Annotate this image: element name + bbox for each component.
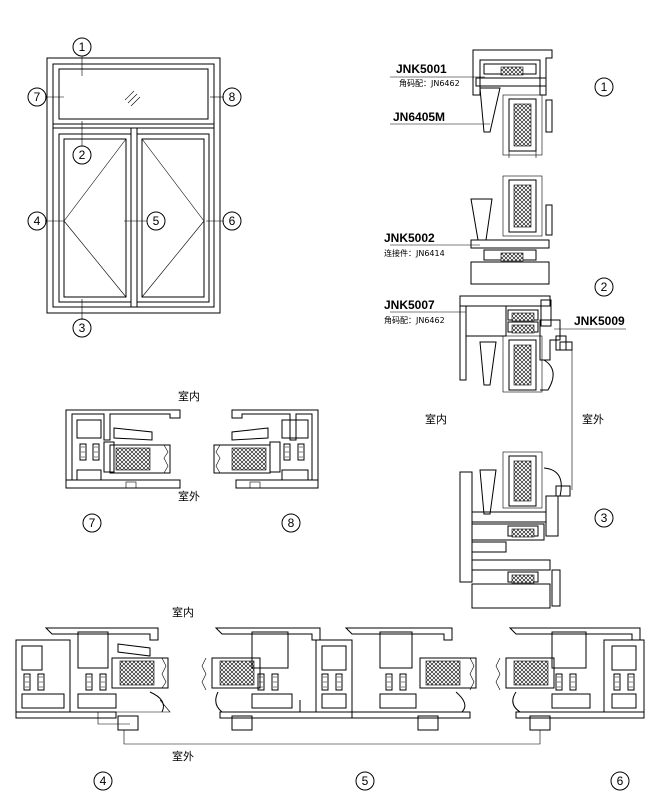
svg-text:2: 2 <box>79 148 86 162</box>
label-jnk5007: JNK5007 <box>384 298 435 312</box>
indoor-label-78: 室内 <box>178 389 200 403</box>
vertical-section <box>390 49 626 609</box>
callout-4: 4 <box>27 211 47 231</box>
svg-text:3: 3 <box>79 321 86 335</box>
callout-section-5: 5 <box>355 771 375 791</box>
label-jnk5002: JNK5002 <box>384 231 435 245</box>
svg-text:6: 6 <box>229 214 236 228</box>
svg-text:3: 3 <box>601 511 608 525</box>
callout-5: 5 <box>146 211 166 231</box>
callout-section-2: 2 <box>594 277 614 297</box>
callout-8: 8 <box>222 87 242 107</box>
horizontal-section <box>15 627 645 745</box>
callout-section-7: 7 <box>82 513 102 533</box>
svg-text:1: 1 <box>601 80 608 94</box>
vertical-section-labels: JNK5001 角码配：JN6462 JN6405M JNK5002 连接件：J… <box>384 62 625 528</box>
indoor-label: 室内 <box>425 412 447 426</box>
elevation-callouts: 1 7 8 2 4 5 6 3 <box>27 37 242 338</box>
indoor-label-456: 室内 <box>172 605 194 619</box>
section-7 <box>65 409 181 489</box>
svg-text:5: 5 <box>153 214 160 228</box>
svg-text:6: 6 <box>617 774 624 788</box>
label-jnk5009: JNK5009 <box>574 314 625 328</box>
label-jnk5001: JNK5001 <box>396 62 447 76</box>
horizontal-section-labels: 室内 室外 4 5 6 <box>93 605 630 791</box>
label-jnk5002-sub: 连接件：JN6414 <box>384 248 445 258</box>
outdoor-label-456: 室外 <box>172 749 194 763</box>
label-jnk5007-sub: 角码配：JN6462 <box>384 315 445 325</box>
svg-text:8: 8 <box>288 516 295 530</box>
callout-section-8: 8 <box>281 513 301 533</box>
callout-3: 3 <box>72 318 92 338</box>
callout-section-4: 4 <box>93 771 113 791</box>
section-7-8-labels: 室内 室外 7 8 <box>82 389 301 533</box>
svg-text:4: 4 <box>100 774 107 788</box>
callout-section-6: 6 <box>610 771 630 791</box>
callout-section-3: 3 <box>594 508 614 528</box>
window-elevation <box>45 56 224 320</box>
section-8 <box>213 409 319 489</box>
svg-text:4: 4 <box>34 214 41 228</box>
svg-text:8: 8 <box>229 90 236 104</box>
outdoor-label: 室外 <box>582 412 604 426</box>
svg-text:7: 7 <box>34 90 41 104</box>
callout-2: 2 <box>72 145 92 165</box>
callout-7: 7 <box>27 87 47 107</box>
svg-text:2: 2 <box>601 280 608 294</box>
label-jn6405m: JN6405M <box>393 110 445 124</box>
outdoor-label-78: 室外 <box>178 489 200 503</box>
callout-6: 6 <box>222 211 242 231</box>
svg-text:1: 1 <box>79 40 86 54</box>
label-jnk5001-sub: 角码配：JN6462 <box>399 78 460 88</box>
callout-1: 1 <box>72 37 92 57</box>
callout-section-1: 1 <box>594 77 614 97</box>
svg-text:7: 7 <box>89 516 96 530</box>
svg-text:5: 5 <box>362 774 369 788</box>
